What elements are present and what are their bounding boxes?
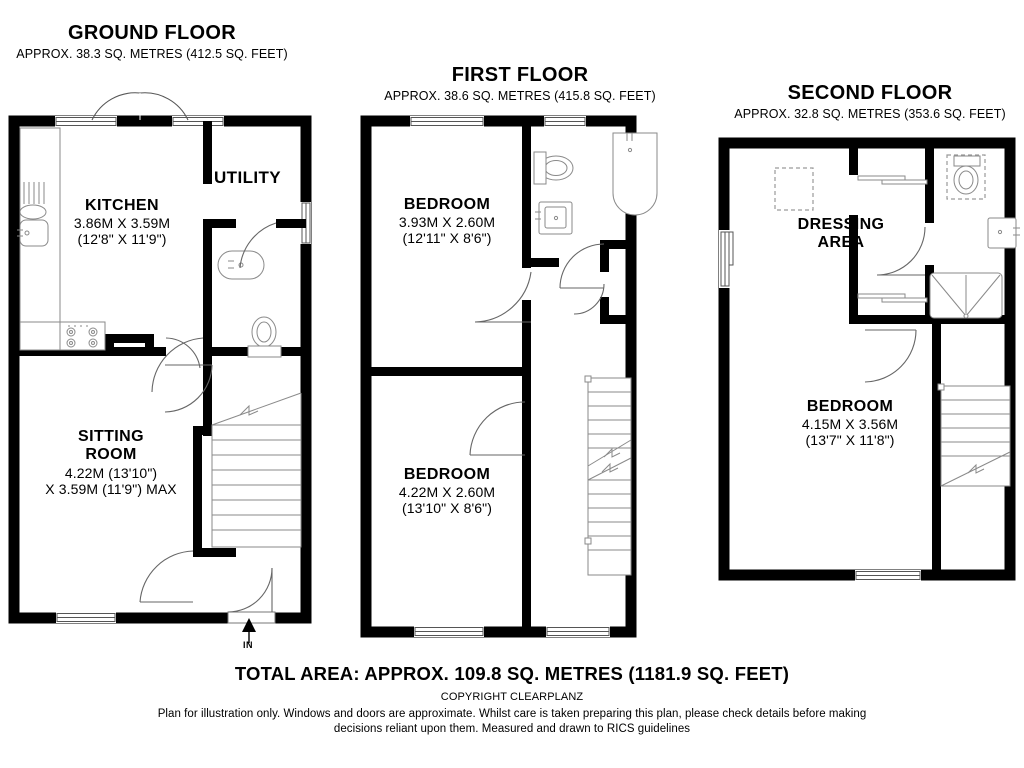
ground-floor-title: GROUND FLOOR [67,22,237,44]
second-floor-title: SECOND FLOOR [787,82,953,104]
room-name: SITTING [78,428,144,445]
room-name-2: ROOM [85,446,137,464]
second-floor-area: APPROX. 32.8 SQ. METRES (353.6 SQ. FEET) [734,107,1006,121]
room-dimension-imperial: (13'7" X 11'8") [805,432,895,449]
room-name: KITCHEN [85,197,159,214]
room-name: BEDROOM [403,196,491,213]
room-name: DRESSING [797,216,885,233]
room-dimension-imperial: (13'10" X 8'6") [402,500,492,517]
room-dimension-imperial: X 3.59M (11'9") MAX [45,480,177,497]
second-sliding-door-icon [857,175,928,185]
room-name: BEDROOM [403,466,491,483]
ground-wc-icon [247,316,282,358]
first-staircase-down [584,457,632,576]
second-wardrobe-icon [774,167,814,211]
ground-basin-icon [217,250,265,280]
second-basin-icon [987,217,1020,249]
room-dimension-metric: 3.86M X 3.59M [73,215,171,232]
room-dimension-imperial: (12'8" X 11'9") [77,231,167,248]
first-bathtub-icon [612,132,658,216]
room-label-kitchen: KITCHEN 3.86M X 3.59M (12'8" X 11'9") [42,197,202,248]
second-staircase-down [937,383,1011,487]
room-label-bedroom-first-rear: BEDROOM 4.22M X 2.60M (13'10" X 8'6") [372,466,522,517]
first-wc-icon [533,151,574,185]
label-utility: UTILITY [214,168,282,187]
disclaimer-line-1: Plan for illustration only. Windows and … [157,708,867,720]
first-staircase-up [584,375,632,489]
first-basin-icon [535,201,573,235]
first-floor-title: FIRST FLOOR [451,64,589,86]
second-sliding-door-icon-2 [857,293,928,303]
ground-floor-area: APPROX. 38.3 SQ. METRES (412.5 SQ. FEET) [16,47,288,61]
room-dimension-metric: 4.15M X 3.56M [801,416,899,433]
room-label-bedroom-second: BEDROOM 4.15M X 3.56M (13'7" X 11'8") [770,398,930,449]
copyright-text: COPYRIGHT CLEARPLANZ [440,691,584,703]
second-floor-geometry [718,137,1020,581]
room-dimension-metric: 4.22M X 2.60M [398,484,496,501]
second-wc-icon [946,154,986,200]
room-dimension-metric: 3.93M X 2.60M [398,214,496,231]
room-label-dressing-area: DRESSING AREA [770,216,912,253]
second-shower-tray-icon [929,272,1003,319]
room-label-sitting-room: SITTING ROOM 4.22M (13'10") X 3.59M (11'… [16,428,206,497]
first-floor-area: APPROX. 38.6 SQ. METRES (415.8 SQ. FEET) [384,89,656,103]
room-name: BEDROOM [806,398,894,415]
first-floor-geometry [360,115,658,638]
room-dimension-metric: 4.22M (13'10") [64,464,158,481]
room-name-2: AREA [817,234,865,252]
ground-staircase [211,392,302,548]
room-dimension-imperial: (12'11" X 8'6") [402,230,492,247]
entrance-in-label: IN [243,640,253,650]
room-label-bedroom-first-front: BEDROOM 3.93M X 2.60M (12'11" X 8'6") [372,196,522,247]
disclaimer-line-2: decisions reliant upon them. Measured an… [333,723,691,735]
ground-entrance-arrow [242,618,256,632]
total-area-text: TOTAL AREA: APPROX. 109.8 SQ. METRES (11… [234,663,790,684]
